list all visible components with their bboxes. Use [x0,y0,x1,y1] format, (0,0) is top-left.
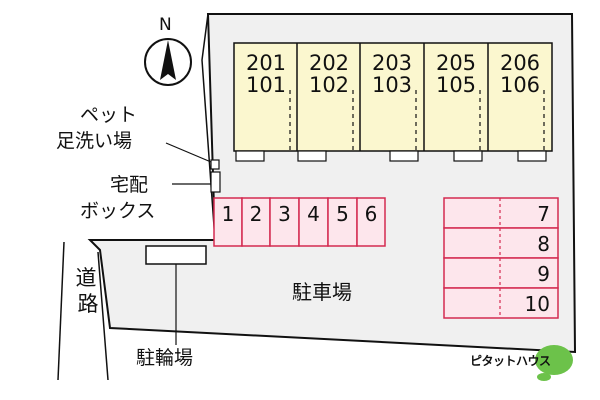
road-edge-left [57,241,65,381]
parking-space-8: 8 [537,232,550,256]
north-label: N [159,15,172,35]
apartment-building [233,42,553,152]
parking-right [443,197,559,319]
unit-dividers [296,43,489,151]
unit-101: 101 [245,73,287,97]
parking-label: 駐車場 [292,280,352,304]
parking-space-10: 10 [524,292,550,316]
unit-102: 102 [308,73,350,97]
unit-stair-lines [289,90,545,151]
delivery-box [210,171,221,193]
pet-wash-label-line2: 足洗い場 [56,130,133,152]
pet-wash-label-line1: ペット [80,104,138,126]
delivery-box-label-line2: ボックス [80,200,156,222]
brand-logo-icon [535,345,573,381]
bike-parking-label: 駐輪場 [136,347,194,369]
pet-wash-leader [165,142,212,163]
unit-206: 206 [499,51,541,75]
unit-202: 202 [308,51,350,75]
unit-106: 106 [499,73,541,97]
unit-105: 105 [435,73,477,97]
unit-205: 205 [435,51,477,75]
parking-space-7: 7 [537,202,550,226]
parking-space-1: 1 [221,202,235,226]
pet-wash-area [210,159,220,170]
unit-203: 203 [371,51,413,75]
unit-201: 201 [245,51,287,75]
parking-space-2: 2 [249,202,263,226]
parking-space-9: 9 [537,262,550,286]
road-label-2: 路 [77,292,99,316]
brand-name: ピタットハウス [470,354,551,368]
north-compass [144,38,192,86]
unit-103: 103 [371,73,413,97]
parking-space-6: 6 [364,202,378,226]
parking-space-5: 5 [336,202,349,226]
bike-parking-area [145,245,207,265]
delivery-box-label-line1: 宅配 [110,174,149,196]
entrance-steps [235,150,547,162]
parking-row [213,197,386,247]
road-edge-right [97,251,109,381]
parking-space-4: 4 [307,202,320,226]
road-label-1: 道 [75,266,97,290]
parking-space-3: 3 [278,202,291,226]
